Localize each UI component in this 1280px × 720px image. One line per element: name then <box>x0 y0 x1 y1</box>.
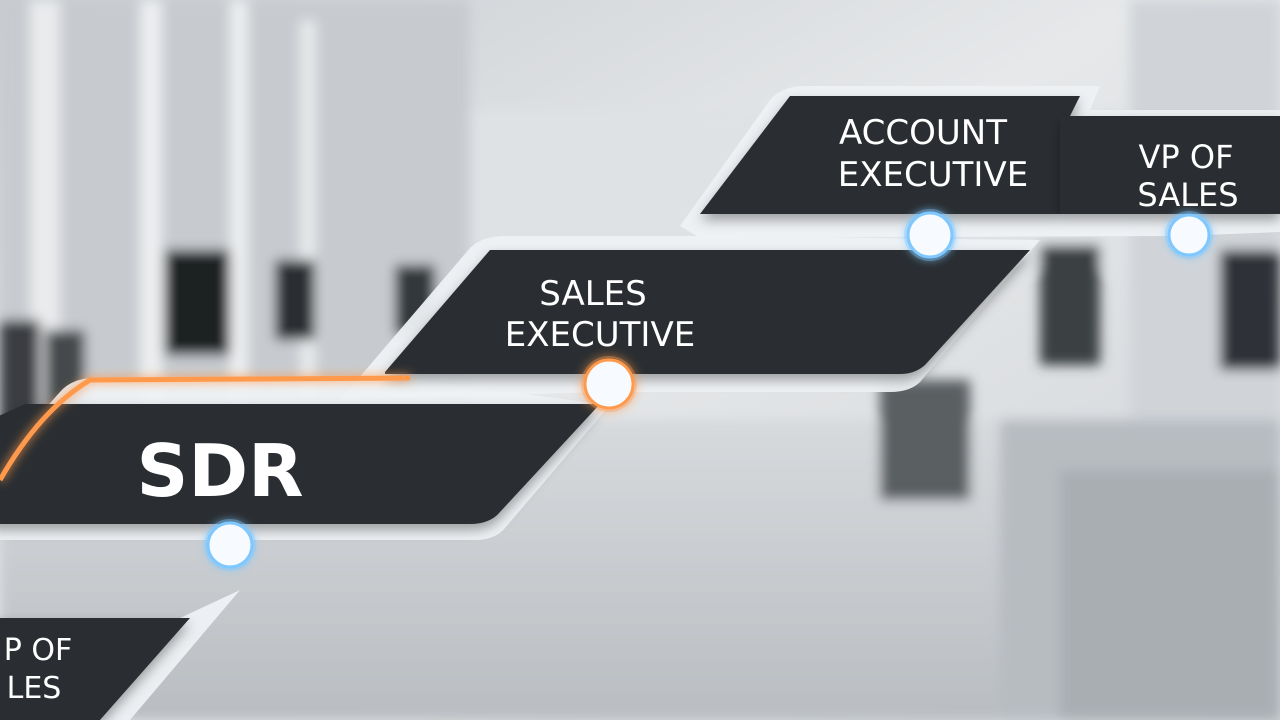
ribbon-edge-3 <box>100 590 240 720</box>
milestone-node-sdr <box>206 521 254 569</box>
milestone-node-account-executive <box>906 211 954 259</box>
progress-line-orange-lead <box>0 375 411 482</box>
stage-labels: SDR SALES EXECUTIVE ACCOUNT EXECUTIVE VP… <box>4 113 1239 706</box>
stage-panels <box>0 96 1280 720</box>
label-account-executive-line1: ACCOUNT <box>839 113 1007 153</box>
label-sales-executive-line2: EXECUTIVE <box>505 315 695 355</box>
label-sales-executive-line1: SALES <box>539 274 646 314</box>
progress-lines <box>0 226 1199 554</box>
label-vp-of-sales-line1: VP OF <box>1139 138 1234 176</box>
panel-account-executive <box>700 96 1080 214</box>
milestone-node-vp-of-sales <box>1167 213 1211 257</box>
panel-sdr <box>0 404 600 524</box>
panel-sales-executive <box>385 250 1030 374</box>
label-account-executive-line2: EXECUTIVE <box>838 155 1028 195</box>
panel-vp-of-sales <box>1060 116 1280 214</box>
panel-vp-of-sales-partial <box>0 618 190 720</box>
milestone-node-sales-executive <box>583 358 635 410</box>
label-vp-of-sales-partial-line2: LES <box>7 671 62 706</box>
label-sdr: SDR <box>136 429 303 513</box>
label-vp-of-sales-line2: SALES <box>1137 176 1238 214</box>
milestone-nodes <box>204 209 1213 571</box>
label-vp-of-sales-partial-line1: P OF <box>4 633 73 668</box>
